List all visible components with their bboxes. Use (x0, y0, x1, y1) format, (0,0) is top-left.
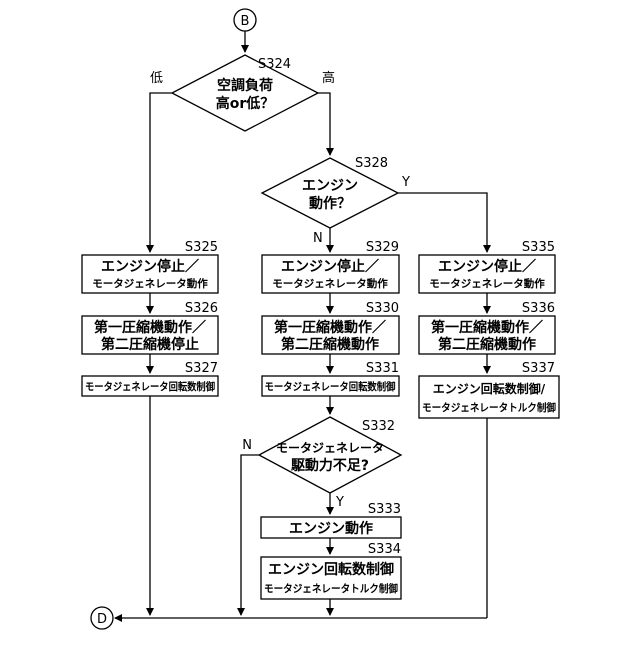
s332-yes-label: Y (335, 495, 344, 510)
connector-start-label: B (241, 14, 250, 29)
s324-step: S324 (258, 57, 291, 72)
process-s333: エンジン動作 (261, 517, 401, 538)
s331-step: S331 (366, 361, 399, 376)
s336-step: S336 (522, 301, 555, 316)
s337-step: S337 (522, 361, 555, 376)
s324-left-branch-label: 低 (150, 71, 163, 86)
s330-step: S330 (366, 301, 399, 316)
s325-line1: エンジン停止／ (101, 258, 199, 275)
s328-line1: エンジン (302, 178, 358, 194)
process-s330: 第一圧縮機動作／ 第二圧縮機動作 (262, 316, 399, 354)
s337-line1: エンジン回転数制御/ (433, 381, 546, 396)
s324-line1: 空調負荷 (217, 77, 273, 94)
s325-line2: モータジェネレータ動作 (92, 277, 208, 290)
s332-line1: モータジェネレータ (276, 441, 384, 455)
s328-no-label: N (313, 231, 323, 246)
s324-right-branch-label: 高 (322, 70, 335, 86)
s328-yes-label: Y (401, 175, 410, 190)
s333-step: S333 (368, 502, 401, 517)
process-s335: エンジン停止／ モータジェネレータ動作 (419, 255, 555, 293)
s335-line2: モータジェネレータ動作 (429, 277, 545, 290)
s337-line2: モータジェネレータトルク制御 (422, 401, 556, 414)
s336-line2: 第二圧縮機動作 (438, 336, 536, 353)
s327-step: S327 (185, 361, 218, 376)
s331-line1: モータジェネレータ回転数制御 (265, 380, 396, 393)
process-s336: 第一圧縮機動作／ 第二圧縮機動作 (419, 316, 555, 354)
s328-step: S328 (355, 156, 388, 171)
decision-s328: エンジン 動作？ S328 Y N (262, 156, 410, 246)
process-s337: エンジン回転数制御/ モータジェネレータトルク制御 (419, 376, 559, 418)
s335-line1: エンジン停止／ (438, 258, 536, 275)
s334-line2: モータジェネレータトルク制御 (264, 582, 398, 595)
connector-end: D (91, 607, 113, 629)
s327-line1: モータジェネレータ回転数制御 (85, 380, 215, 393)
arrow-s332-no-to-end (241, 455, 259, 615)
s334-step: S334 (368, 542, 401, 557)
s330-line1: 第一圧縮機動作／ (274, 319, 386, 336)
s334-line1: エンジン回転数制御 (268, 561, 394, 578)
s329-line1: エンジン停止／ (281, 258, 379, 275)
decision-s332: モータジェネレータ 駆動力不足? S332 N Y (242, 417, 401, 510)
s325-step: S325 (185, 240, 218, 255)
s332-no-label: N (242, 438, 252, 453)
arrow-s324-to-s325 (150, 93, 172, 252)
arrow-s324-to-s328 (318, 93, 330, 155)
s330-line2: 第二圧縮機動作 (281, 336, 379, 353)
process-s329: エンジン停止／ モータジェネレータ動作 (262, 255, 399, 293)
s333-line1: エンジン動作 (289, 520, 373, 537)
decision-s324: 空調負荷 高or低？ S324 低 高 (150, 55, 335, 131)
s328-line2: 動作？ (309, 195, 351, 212)
s329-line2: モータジェネレータ動作 (272, 277, 388, 290)
s326-line1: 第一圧縮機動作／ (94, 319, 206, 336)
connector-end-label: D (97, 612, 107, 627)
s336-line1: 第一圧縮機動作／ (431, 319, 543, 336)
s332-step: S332 (362, 419, 395, 434)
process-s325: エンジン停止／ モータジェネレータ動作 (82, 255, 218, 293)
s326-step: S326 (185, 301, 218, 316)
process-s326: 第一圧縮機動作／ 第二圧縮機停止 (82, 316, 218, 354)
s335-step: S335 (522, 240, 555, 255)
s324-line2: 高or低？ (216, 95, 275, 112)
s332-line2: 駆動力不足? (291, 457, 369, 474)
process-s327: モータジェネレータ回転数制御 (82, 376, 218, 396)
process-s334: エンジン回転数制御 モータジェネレータトルク制御 (261, 557, 401, 599)
s329-step: S329 (366, 240, 399, 255)
s326-line2: 第二圧縮機停止 (101, 336, 199, 353)
arrow-s328-to-s335 (398, 193, 487, 252)
process-s331: モータジェネレータ回転数制御 (262, 376, 399, 396)
connector-start: B (234, 9, 256, 31)
